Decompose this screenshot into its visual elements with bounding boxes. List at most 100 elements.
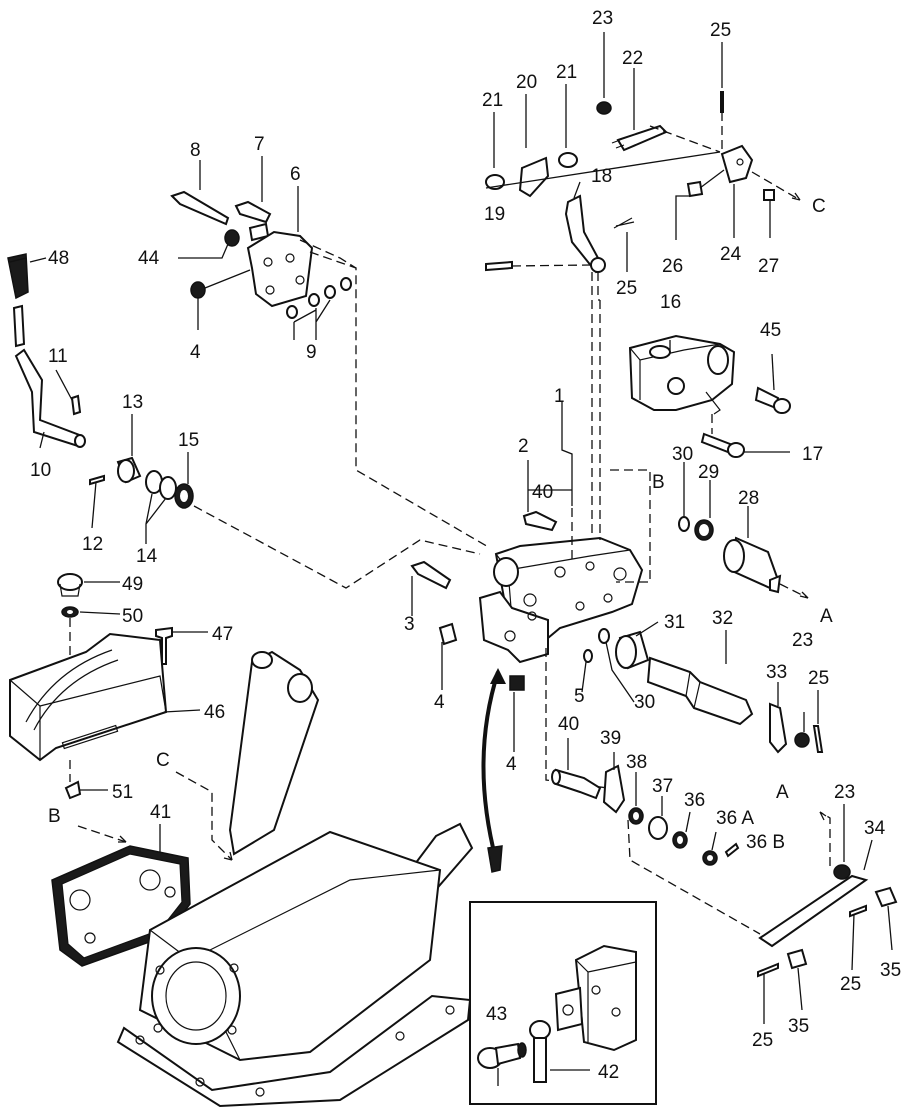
- label-23-bottom: 23: [834, 782, 855, 803]
- label-16: 16: [660, 292, 681, 313]
- label-27: 27: [758, 256, 779, 277]
- label-8: 8: [190, 140, 201, 161]
- part-37-bushing: [648, 816, 668, 840]
- label-14: 14: [136, 546, 158, 567]
- label-21-right: 21: [556, 62, 577, 83]
- part-9-oring: [286, 305, 298, 319]
- top-linkage-assembly: [485, 91, 801, 568]
- label-50: 50: [122, 606, 143, 627]
- label-26: 26: [662, 256, 683, 277]
- ref-B-bottom: B: [48, 806, 61, 827]
- label-36a: 36 A: [716, 808, 754, 829]
- label-23-mid: 23: [792, 630, 813, 651]
- part-17-bolt: [700, 432, 732, 454]
- part-42-eye: [529, 1020, 551, 1040]
- label-30-top: 30: [672, 444, 693, 465]
- part-4-bolt-bottom: [509, 675, 525, 691]
- label-44: 44: [138, 248, 160, 269]
- part-25-cotter: [613, 217, 635, 229]
- hand-lever-assembly: [7, 253, 481, 589]
- label-45: 45: [760, 320, 781, 341]
- part-21-nut-right: [558, 152, 578, 168]
- part-11-pin: [70, 394, 82, 416]
- label-12: 12: [82, 534, 103, 555]
- part-36b-pin: [724, 842, 740, 858]
- part-25-pin-mid: [812, 725, 824, 753]
- part-25-pin-top: [720, 91, 724, 113]
- part-16-valve: [628, 334, 791, 458]
- label-41: 41: [150, 802, 171, 823]
- link-bar-assembly: [757, 811, 898, 978]
- part-47-bolt: [155, 626, 173, 665]
- label-1: 1: [554, 386, 565, 407]
- label-25-top: 25: [710, 20, 731, 41]
- label-20: 20: [516, 72, 537, 93]
- part-35-bolt-bottom: [786, 948, 808, 970]
- label-25-arm: 25: [616, 278, 637, 299]
- label-49: 49: [122, 574, 143, 595]
- label-30-lower: 30: [634, 692, 655, 713]
- label-31: 31: [664, 612, 685, 633]
- part-46-cover: [9, 573, 173, 800]
- part-32-shaft: [646, 656, 754, 726]
- label-19: 19: [484, 204, 505, 225]
- part-35-bolt-right: [874, 886, 898, 908]
- part-6-bracket: [246, 230, 314, 308]
- label-18: 18: [591, 166, 612, 187]
- part-8-bolt: [170, 190, 230, 226]
- label-33: 33: [766, 662, 787, 683]
- label-24: 24: [720, 244, 742, 265]
- label-11: 11: [48, 346, 68, 367]
- part-2-bolt: [522, 510, 558, 532]
- label-46: 46: [204, 702, 225, 723]
- part-34-link-bar: [758, 874, 869, 948]
- label-2: 2: [518, 436, 529, 457]
- label-37: 37: [652, 776, 673, 797]
- part-27-cap: [763, 189, 775, 201]
- label-43: 43: [486, 1004, 507, 1025]
- label-32: 32: [712, 608, 733, 629]
- label-17: 17: [802, 444, 823, 465]
- label-35-right: 35: [880, 960, 901, 981]
- ref-A-bottom: A: [776, 782, 789, 803]
- label-13: 13: [122, 392, 143, 413]
- ref-A-top: A: [820, 606, 833, 627]
- part-33-arm: [769, 702, 788, 754]
- label-6: 6: [290, 164, 301, 185]
- part-25-pin-bar-low: [757, 962, 779, 978]
- label-3: 3: [404, 614, 415, 635]
- base-housing: [77, 650, 474, 1108]
- label-47: 47: [212, 624, 233, 645]
- part-51-clip: [64, 780, 82, 800]
- label-42: 42: [598, 1062, 619, 1083]
- part-44-washer: [224, 229, 240, 247]
- leader-lines: [29, 32, 893, 1086]
- part-24-lever: [720, 144, 754, 184]
- part-4-bolt-center: [438, 622, 458, 646]
- label-7: 7: [254, 134, 265, 155]
- shaft-assembly: [598, 516, 824, 754]
- label-4-bottom: 4: [506, 754, 517, 775]
- part-39-lever: [602, 764, 626, 814]
- label-40-lower: 40: [558, 714, 579, 735]
- label-5: 5: [574, 686, 585, 707]
- part-5-ring: [583, 649, 593, 663]
- part-22-rod: [616, 124, 668, 152]
- part-1-main-housing: [410, 300, 651, 789]
- part-19-pin: [485, 260, 513, 272]
- label-25-mid: 25: [808, 668, 829, 689]
- part-3-bolt: [410, 560, 452, 590]
- part-7-bolt: [234, 200, 272, 224]
- ref-C-top: C: [812, 196, 826, 217]
- label-25-bar: 25: [840, 974, 861, 995]
- label-48: 48: [48, 248, 69, 269]
- part-40-pin: [555, 768, 602, 800]
- label-36: 36: [684, 790, 705, 811]
- part-23-nut-mid: [794, 732, 810, 748]
- ref-B-top: B: [652, 472, 665, 493]
- label-4-center: 4: [434, 692, 445, 713]
- label-36b: 36 B: [746, 832, 785, 853]
- label-4-left: 4: [190, 342, 201, 363]
- part-49-knob: [57, 573, 83, 591]
